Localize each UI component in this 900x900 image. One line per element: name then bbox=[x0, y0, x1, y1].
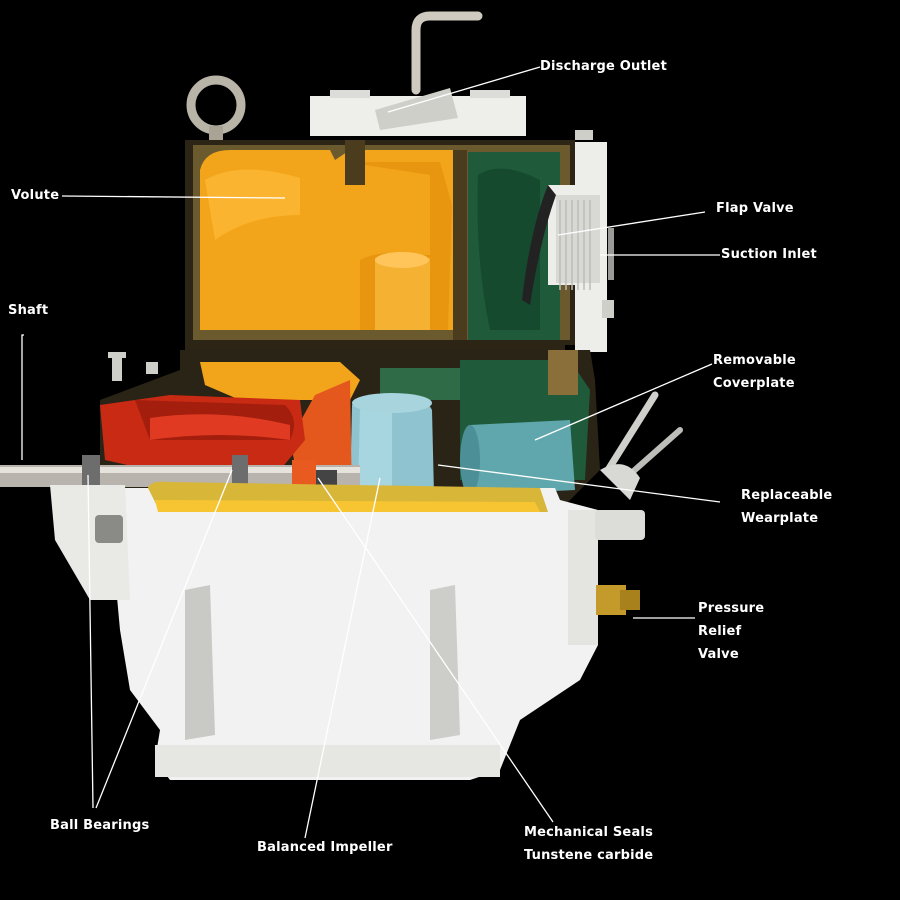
wearplate-cylinder bbox=[470, 420, 575, 495]
label-volute: Volute bbox=[11, 188, 60, 203]
lifting-eye bbox=[186, 75, 246, 142]
volute-casing bbox=[185, 140, 575, 360]
label-replaceable-wearplate: Replaceable Wearplate bbox=[741, 488, 833, 526]
label-removable-coverplate: Removable Coverplate bbox=[713, 353, 796, 391]
pressure-relief-valve-fitting bbox=[596, 585, 640, 615]
label-mechanical-seals: Mechanical Seals Tunstene carbide bbox=[524, 825, 654, 863]
side-levers bbox=[595, 391, 683, 540]
suction-inlet-assembly bbox=[522, 142, 614, 352]
discharge-block bbox=[310, 88, 526, 136]
leader-lines bbox=[21, 66, 721, 839]
label-shaft: Shaft bbox=[8, 303, 49, 318]
label-balanced-impeller: Balanced Impeller bbox=[257, 840, 393, 855]
pump-body bbox=[50, 481, 598, 780]
label-pressure-relief-valve: Pressure Relief Valve bbox=[698, 601, 765, 662]
top-bolts bbox=[108, 130, 614, 381]
discharge-handle bbox=[411, 11, 483, 95]
flap-valve-flap bbox=[522, 185, 556, 305]
label-flap-valve: Flap Valve bbox=[716, 201, 794, 216]
label-ball-bearings: Ball Bearings bbox=[50, 818, 150, 833]
label-suction-inlet: Suction Inlet bbox=[721, 247, 817, 262]
label-discharge-outlet: Discharge Outlet bbox=[540, 59, 667, 74]
